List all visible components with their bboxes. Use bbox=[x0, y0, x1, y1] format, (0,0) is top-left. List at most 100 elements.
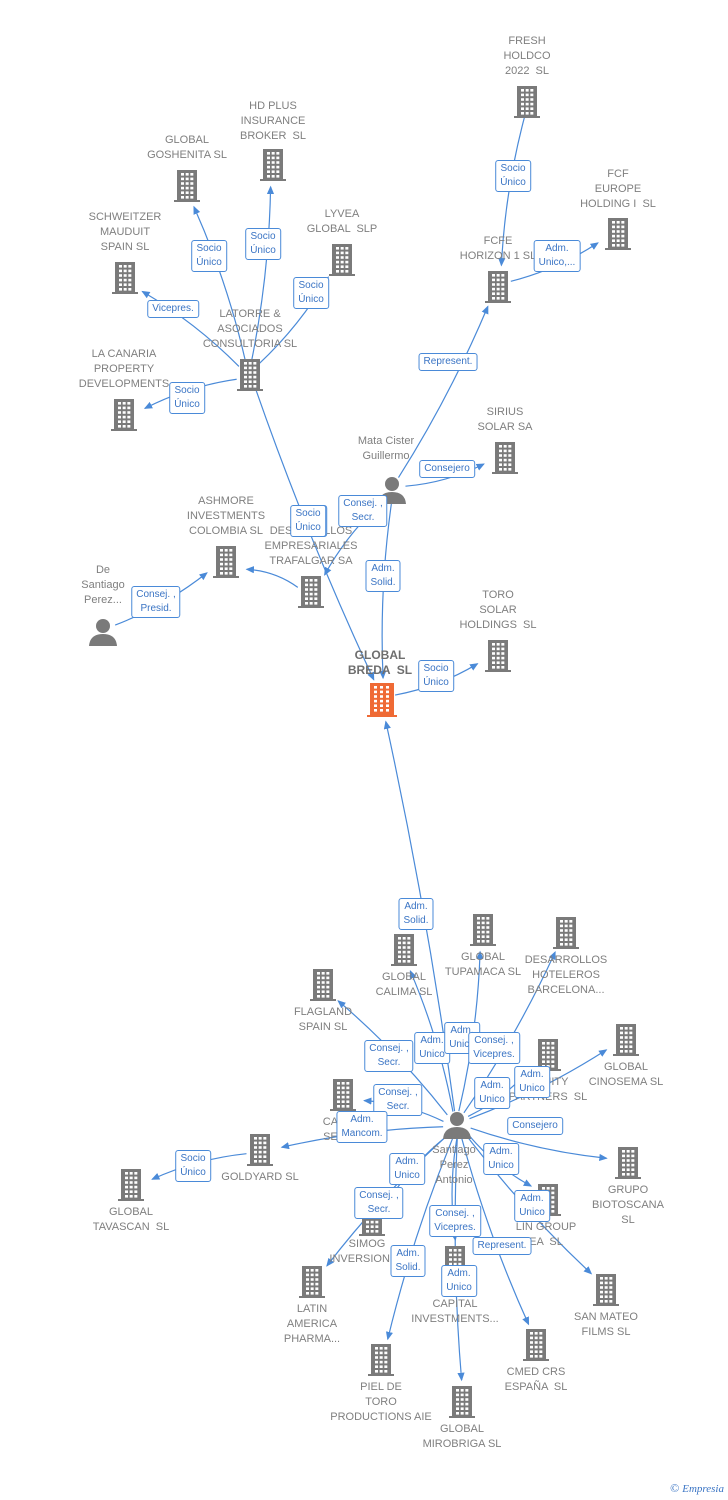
node-label-latorre[interactable]: LATORRE & ASOCIADOS CONSULTORIA SL bbox=[202, 308, 298, 350]
edge-label-santiago-to-breda[interactable]: Adm. Solid. bbox=[398, 898, 434, 930]
node-label-simog[interactable]: SIMOG INVERSIONES bbox=[329, 1238, 405, 1265]
edge-label-fresh-to-fcfe[interactable]: Socio Único bbox=[495, 160, 531, 192]
node-label-fresh[interactable]: FRESH HOLDCO 2022 SL bbox=[503, 35, 551, 77]
edge-label-santiago-to-biotoscana[interactable]: Consejero bbox=[507, 1117, 563, 1135]
node-label-tupamaca[interactable]: GLOBAL TUPAMACA SL bbox=[444, 951, 522, 978]
node-label-hdplus[interactable]: HD PLUS INSURANCE BROKER SL bbox=[239, 100, 307, 142]
edge-latorre-to-schweitzer bbox=[141, 290, 240, 367]
edge-label-mata-to-breda[interactable]: Adm. Solid. bbox=[365, 560, 401, 592]
node-label-sanmateo[interactable]: SAN MATEO FILMS SL bbox=[574, 1311, 638, 1338]
edge-label-santiago-to-cap[interactable]: Consej. , Secr. bbox=[373, 1084, 423, 1116]
node-label-fcf[interactable]: FCF EUROPE HOLDING I SL bbox=[580, 168, 656, 210]
building-icon-fcf[interactable] bbox=[605, 218, 631, 250]
node-label-lin[interactable]: LIN GROUP EA SL bbox=[515, 1221, 577, 1248]
edge-label-santiago-to-lin[interactable]: Adm. Unico bbox=[483, 1143, 519, 1175]
edge-label-goldyard-to-tavascan[interactable]: Socio Único bbox=[175, 1150, 211, 1182]
building-icon-toro[interactable] bbox=[485, 640, 511, 672]
node-label-breda[interactable]: GLOBAL BREDA SL bbox=[347, 648, 413, 677]
node-label-deshot[interactable]: DESARROLLOS HOTELEROS BARCELONA... bbox=[524, 954, 608, 996]
building-icon-breda[interactable] bbox=[367, 683, 397, 717]
node-label-lacanaria[interactable]: LA CANARIA PROPERTY DEVELOPMENTS bbox=[78, 348, 170, 390]
copyright-symbol: © bbox=[670, 1481, 680, 1495]
node-label-goshenita[interactable]: GLOBAL GOSHENITA SL bbox=[147, 134, 227, 161]
edge-label-santiago-to-piel[interactable]: Adm. Solid. bbox=[390, 1245, 426, 1277]
edge-santiago-to-piel bbox=[385, 1138, 454, 1341]
edge-label-mata-to-trafalgar[interactable]: Consej. , Secr. bbox=[338, 495, 388, 527]
edge-label-santiago-to-equity[interactable]: Adm. Unico bbox=[474, 1077, 510, 1109]
building-icon-mirobriga[interactable] bbox=[449, 1386, 475, 1418]
building-icon-schweitzer[interactable] bbox=[112, 262, 138, 294]
node-label-cmed[interactable]: CMED CRS ESPAÑA SL bbox=[504, 1366, 568, 1393]
edge-label-latorre-to-lyvea[interactable]: Socio Único bbox=[293, 277, 329, 309]
node-label-lyvea[interactable]: LYVEA GLOBAL SLP bbox=[306, 208, 378, 235]
person-icon-santiago[interactable] bbox=[443, 1112, 471, 1139]
edge-label-breda-to-toro[interactable]: Socio Único bbox=[418, 660, 454, 692]
node-label-desantiago[interactable]: De Santiago Perez... bbox=[81, 564, 125, 606]
building-icon-goshenita[interactable] bbox=[174, 170, 200, 202]
edge-label-santiago-to-calima[interactable]: Adm. Unico bbox=[414, 1032, 450, 1064]
edge-latorre-to-goshenita bbox=[193, 205, 247, 362]
edge-label-latorre-to-lacanaria[interactable]: Socio Único bbox=[169, 382, 205, 414]
edge-label-santiago-to-cinosema[interactable]: Adm. Unico bbox=[514, 1066, 550, 1098]
edge-label-santiago-to-mirobriga[interactable]: Adm. Unico bbox=[441, 1265, 477, 1297]
node-label-santiago[interactable]: Santiago Perez Antonio bbox=[432, 1144, 476, 1186]
edge-label-mata-to-sirius[interactable]: Consejero bbox=[419, 460, 475, 478]
building-icon-latin[interactable] bbox=[299, 1266, 325, 1298]
node-label-biotoscana[interactable]: GRUPO BIOTOSCANA SL bbox=[592, 1184, 664, 1226]
building-icon-fcfe[interactable] bbox=[485, 271, 511, 303]
edge-label-latorre-to-hdplus[interactable]: Socio Único bbox=[245, 228, 281, 260]
node-label-mirobriga[interactable]: GLOBAL MIROBRIGA SL bbox=[422, 1423, 502, 1450]
building-icon-lacanaria[interactable] bbox=[111, 399, 137, 431]
edge-label-fcfe-to-fcf[interactable]: Adm. Unico,... bbox=[533, 240, 581, 272]
edge-label-santiago-to-sanmateo[interactable]: Adm. Unico bbox=[514, 1190, 550, 1222]
building-icon-lyvea[interactable] bbox=[329, 244, 355, 276]
building-icon-hdplus[interactable] bbox=[260, 149, 286, 181]
edge-label-desantiago-to-ashmore[interactable]: Consej. , Presid. bbox=[131, 586, 181, 618]
node-label-calima[interactable]: GLOBAL CALIMA SL bbox=[375, 971, 433, 998]
building-icon-trafalgar[interactable] bbox=[298, 576, 324, 608]
building-icon-tupamaca[interactable] bbox=[470, 914, 496, 946]
building-icon-deshot[interactable] bbox=[553, 917, 579, 949]
building-icon-fresh[interactable] bbox=[514, 86, 540, 118]
edge-label-santiago-to-goldyard[interactable]: Adm. Mancom. bbox=[336, 1111, 388, 1143]
node-label-schweitzer[interactable]: SCHWEITZER MAUDUIT SPAIN SL bbox=[88, 211, 162, 253]
edge-label-latorre-to-schweitzer[interactable]: Vicepres. bbox=[147, 300, 199, 318]
edge-label-santiago-to-capital1810[interactable]: Consej. , Vicepres. bbox=[429, 1205, 481, 1237]
edge-santiago-to-cmed bbox=[461, 1138, 530, 1326]
edge-label-trafalgar-to-ashmore[interactable]: Socio Único bbox=[290, 505, 326, 537]
node-label-ashmore[interactable]: ASHMORE INVESTMENTS COLOMBIA SL bbox=[186, 495, 266, 537]
building-icon-sirius[interactable] bbox=[492, 442, 518, 474]
node-label-mata[interactable]: Mata Cister Guillermo bbox=[357, 435, 415, 462]
edge-label-santiago-to-cmed[interactable]: Represent. bbox=[472, 1237, 532, 1255]
node-label-piel[interactable]: PIEL DE TORO PRODUCTIONS AIE bbox=[330, 1381, 432, 1423]
building-icon-calima[interactable] bbox=[391, 934, 417, 966]
edge-label-santiago-to-flagland[interactable]: Consej. , Secr. bbox=[364, 1040, 414, 1072]
node-label-sirius[interactable]: SIRIUS SOLAR SA bbox=[477, 406, 533, 433]
building-icon-sanmateo[interactable] bbox=[593, 1274, 619, 1306]
building-icon-cinosema[interactable] bbox=[613, 1024, 639, 1056]
building-icon-ashmore[interactable] bbox=[213, 546, 239, 578]
node-label-tavascan[interactable]: GLOBAL TAVASCAN SL bbox=[92, 1206, 170, 1233]
node-label-cinosema[interactable]: GLOBAL CINOSEMA SL bbox=[588, 1061, 664, 1088]
building-icon-latorre[interactable] bbox=[237, 359, 263, 391]
edge-mata-to-sirius bbox=[405, 463, 485, 487]
node-label-latin[interactable]: LATIN AMERICA PHARMA... bbox=[283, 1303, 341, 1345]
node-label-flagland[interactable]: FLAGLAND SPAIN SL bbox=[293, 1006, 353, 1033]
node-label-toro[interactable]: TORO SOLAR HOLDINGS SL bbox=[459, 589, 537, 631]
edge-label-santiago-to-deshot[interactable]: Consej. , Vicepres. bbox=[468, 1032, 520, 1064]
edge-label-santiago-to-simog[interactable]: Adm. Unico bbox=[389, 1153, 425, 1185]
building-icon-cmed[interactable] bbox=[523, 1329, 549, 1361]
building-icon-piel[interactable] bbox=[368, 1344, 394, 1376]
person-icon-desantiago[interactable] bbox=[89, 619, 117, 646]
building-icon-cap[interactable] bbox=[330, 1079, 356, 1111]
node-label-fcfe[interactable]: FCFE HORIZON 1 SL bbox=[459, 235, 537, 262]
brand-logo: ©Empresia bbox=[670, 1481, 724, 1496]
edge-label-mata-to-fcfe[interactable]: Represent. bbox=[418, 353, 478, 371]
building-icon-goldyard[interactable] bbox=[247, 1134, 273, 1166]
building-icon-tavascan[interactable] bbox=[118, 1169, 144, 1201]
edge-label-latorre-to-goshenita[interactable]: Socio Único bbox=[191, 240, 227, 272]
edge-label-santiago-to-latin[interactable]: Consej. , Secr. bbox=[354, 1187, 404, 1219]
building-icon-flagland[interactable] bbox=[310, 969, 336, 1001]
node-label-goldyard[interactable]: GOLDYARD SL bbox=[221, 1171, 299, 1183]
building-icon-biotoscana[interactable] bbox=[615, 1147, 641, 1179]
